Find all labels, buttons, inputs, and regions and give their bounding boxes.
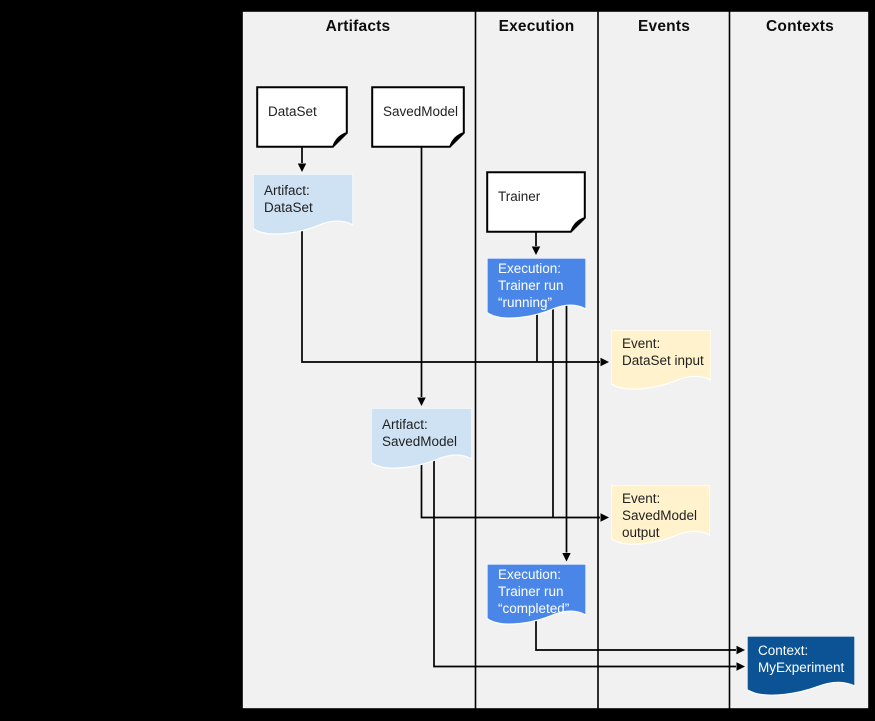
- wave-shape: [611, 485, 710, 545]
- edge-artifact-savedmodel-to-event: [420, 455, 600, 519]
- node-label: Context: MyExperiment: [758, 643, 845, 675]
- node-event-savedmodel-output: Event: SavedModel output: [611, 485, 710, 546]
- document-shape: [371, 86, 465, 148]
- node-execution-completed: Execution: Trainer run “completed”: [487, 564, 586, 626]
- wave-shape: [487, 258, 586, 319]
- document-shape: [486, 171, 586, 233]
- node-label: Execution: Trainer run “completed”: [498, 567, 570, 616]
- edge-artifact-dataset-to-event: [301, 225, 600, 363]
- node-trainer-document: Trainer: [486, 171, 586, 233]
- node-dataset-document: DataSet: [256, 86, 348, 148]
- folded-corner-icon: [570, 217, 586, 233]
- node-label: Event: SavedModel output: [622, 491, 698, 540]
- column-header-artifacts: Artifacts: [325, 18, 391, 35]
- node-event-dataset-input: Event: DataSet input: [611, 330, 711, 391]
- wave-shape: [611, 330, 711, 390]
- wave-shape: [253, 174, 353, 235]
- arrowhead-down-icon: [297, 163, 307, 172]
- node-label: SavedModel: [383, 104, 459, 120]
- node-label: Event: DataSet input: [622, 336, 704, 368]
- arrowhead-down-icon: [531, 246, 541, 255]
- node-artifact-dataset: Artifact: DataSet: [253, 174, 353, 236]
- arrowhead-right-icon: [600, 357, 609, 367]
- arrowhead-down-icon: [562, 553, 571, 562]
- folded-corner-icon: [449, 132, 465, 148]
- connectors: [297, 146, 745, 671]
- arrowhead-right-icon: [736, 645, 745, 655]
- node-label: Execution: Trainer run “running”: [498, 261, 564, 310]
- node-label: Trainer: [498, 189, 541, 205]
- node-artifact-savedmodel: Artifact: SavedModel: [371, 408, 472, 470]
- arrowhead-down-icon: [417, 397, 426, 406]
- column-header-contexts: Contexts: [766, 18, 834, 35]
- edge-artifact-savedmodel-to-context: [433, 455, 736, 668]
- document-shape: [256, 86, 348, 148]
- arrowhead-right-icon: [736, 662, 745, 671]
- column-header-events: Events: [637, 18, 691, 35]
- folded-corner-icon: [332, 132, 348, 148]
- arrowhead-right-icon: [600, 513, 609, 522]
- wave-shape: [371, 408, 472, 469]
- node-savedmodel-document: SavedModel: [371, 86, 465, 148]
- node-label: Artifact: DataSet: [264, 183, 313, 215]
- wave-shape: [747, 636, 855, 696]
- node-label: DataSet: [268, 104, 317, 120]
- node-execution-running: Execution: Trainer run “running”: [487, 258, 586, 320]
- node-label: Artifact: SavedModel: [382, 417, 458, 449]
- edge-completed-to-context: [535, 610, 736, 651]
- node-context-myexperiment: Context: MyExperiment: [747, 636, 855, 697]
- column-header-execution: Execution: [498, 18, 575, 35]
- wave-shape: [487, 564, 586, 625]
